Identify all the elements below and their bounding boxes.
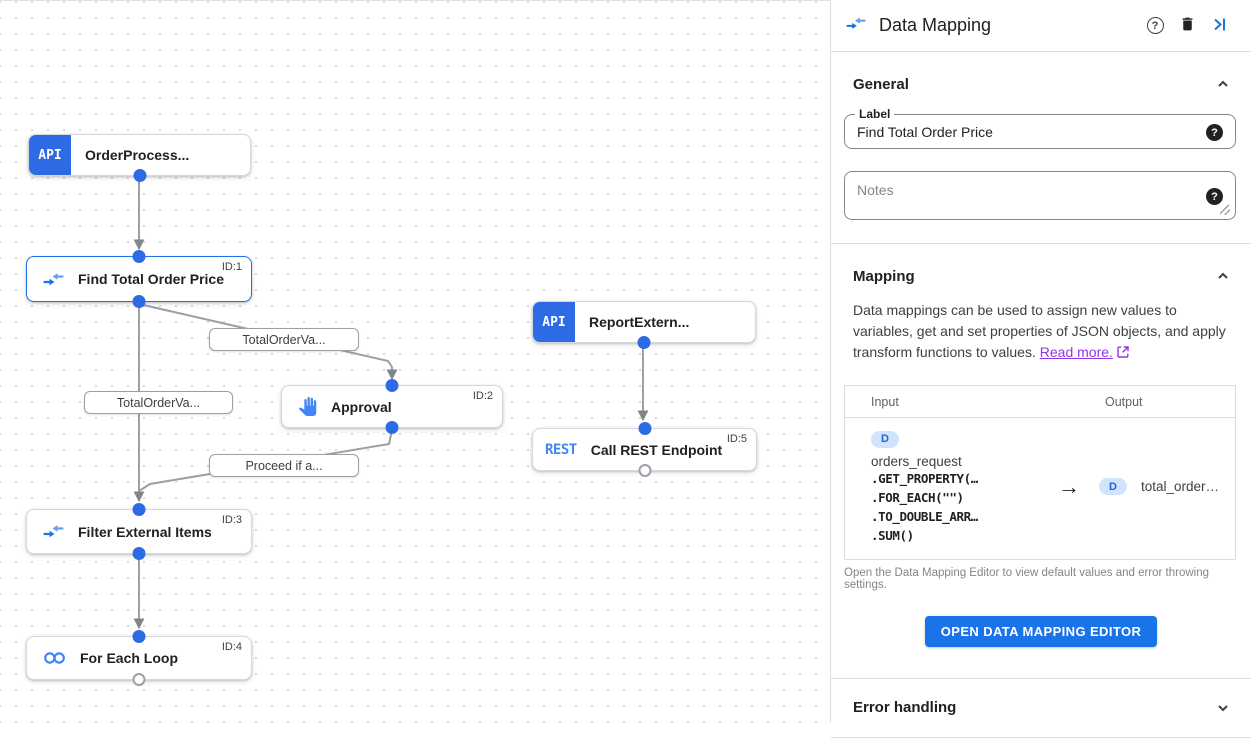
node-id-badge: ID:3 bbox=[221, 514, 242, 526]
node-label: Filter External Items bbox=[78, 523, 212, 540]
input-port[interactable] bbox=[638, 422, 651, 435]
loop-icon bbox=[43, 651, 66, 665]
mapping-hint: Open the Data Mapping Editor to view def… bbox=[844, 566, 1210, 591]
output-column-header: Output bbox=[1105, 395, 1143, 409]
output-port[interactable] bbox=[132, 547, 146, 560]
edge-label-text: Proceed if a... bbox=[245, 458, 323, 473]
trash-icon bbox=[1179, 15, 1196, 36]
double-type-badge: D bbox=[1099, 478, 1127, 496]
edge-label-total-order-value-1[interactable]: TotalOrderVa... bbox=[209, 328, 359, 351]
general-heading: General bbox=[853, 75, 909, 93]
notes-textarea[interactable] bbox=[845, 172, 1235, 219]
node-label: OrderProcess... bbox=[85, 147, 190, 163]
input-column-header: Input bbox=[871, 395, 899, 409]
data-mapping-icon bbox=[43, 524, 64, 539]
collapse-mapping-button[interactable] bbox=[1213, 266, 1233, 286]
mapping-output-cell: D total_order… bbox=[1099, 478, 1225, 496]
node-id-badge: ID:1 bbox=[221, 261, 242, 273]
node-label: ReportExtern... bbox=[589, 314, 690, 330]
mapping-input-cell: D orders_request .GET_PROPERTY(… .FOR_EA… bbox=[871, 429, 1039, 545]
section-mapping: Mapping Data mappings can be used to ass… bbox=[831, 244, 1251, 679]
external-link-icon bbox=[1117, 343, 1129, 364]
input-function-line: .TO_DOUBLE_ARR… bbox=[871, 508, 978, 524]
node-report-extern[interactable]: API ReportExtern... bbox=[532, 301, 756, 349]
node-label: For Each Loop bbox=[80, 650, 178, 666]
label-input[interactable] bbox=[845, 114, 1235, 149]
node-find-total-order-price[interactable]: Find Total Order Price ID:1 bbox=[26, 250, 252, 308]
chevron-up-icon bbox=[1218, 80, 1228, 87]
node-id-badge: ID:2 bbox=[472, 390, 493, 402]
help-icon: ? bbox=[1146, 17, 1164, 34]
mapping-table-header: Input Output bbox=[845, 386, 1235, 418]
mapping-description: Data mappings can be used to assign new … bbox=[831, 286, 1251, 364]
node-order-process[interactable]: API OrderProcess... bbox=[28, 134, 251, 182]
section-general: General Label ? ? bbox=[831, 52, 1251, 244]
resize-handle[interactable] bbox=[1220, 205, 1230, 215]
input-function-line: .SUM() bbox=[871, 527, 914, 543]
edge-label-total-order-value-2[interactable]: TotalOrderVa... bbox=[84, 391, 233, 414]
edge-label-text: TotalOrderVa... bbox=[242, 332, 326, 347]
node-label: Call REST Endpoint bbox=[590, 441, 723, 458]
mapping-arrow-icon: → bbox=[1058, 473, 1080, 499]
workflow-canvas[interactable]: API OrderProcess... Find Total Order Pri… bbox=[0, 0, 830, 723]
input-function-line: .FOR_EACH("") bbox=[871, 489, 964, 505]
output-port[interactable] bbox=[133, 169, 146, 182]
workflow-edges bbox=[133, 178, 649, 630]
rest-icon: REST bbox=[545, 441, 577, 458]
collapse-general-button[interactable] bbox=[1213, 74, 1233, 94]
data-mapping-icon bbox=[43, 272, 64, 287]
input-port[interactable] bbox=[132, 503, 146, 516]
section-error-handling[interactable]: Error handling bbox=[831, 679, 1251, 738]
chevron-down-icon bbox=[1218, 704, 1228, 711]
expand-error-handling-button[interactable] bbox=[1213, 698, 1233, 718]
output-port[interactable] bbox=[132, 295, 146, 308]
config-panel: Data Mapping ? General bbox=[830, 0, 1251, 738]
output-variable-name: total_order… bbox=[1140, 479, 1219, 495]
input-port[interactable] bbox=[132, 630, 146, 643]
delete-task-button[interactable] bbox=[1171, 10, 1203, 42]
input-port[interactable] bbox=[132, 250, 146, 263]
input-variable-name: orders_request bbox=[871, 453, 962, 469]
mapping-row[interactable]: D orders_request .GET_PROPERTY(… .FOR_EA… bbox=[845, 418, 1235, 559]
read-more-link[interactable]: Read more. bbox=[1039, 344, 1113, 360]
output-port[interactable] bbox=[132, 673, 146, 686]
node-id-badge: ID:4 bbox=[221, 641, 242, 653]
node-call-rest-endpoint[interactable]: REST Call REST Endpoint ID:5 bbox=[532, 422, 757, 477]
label-field: Label ? bbox=[844, 107, 1236, 149]
notes-help-icon[interactable]: ? bbox=[1206, 188, 1223, 205]
node-for-each-loop[interactable]: For Each Loop ID:4 bbox=[26, 630, 252, 686]
mapping-table: Input Output D orders_request .GET_PROPE… bbox=[844, 385, 1236, 560]
help-button[interactable]: ? bbox=[1139, 10, 1171, 42]
label-help-icon[interactable]: ? bbox=[1206, 124, 1223, 141]
output-port[interactable] bbox=[385, 421, 399, 434]
open-data-mapping-editor-button[interactable]: OPEN DATA MAPPING EDITOR bbox=[924, 615, 1158, 647]
mapping-heading: Mapping bbox=[853, 267, 915, 285]
mapping-description-text: Data mappings can be used to assign new … bbox=[853, 302, 1226, 360]
panel-header: Data Mapping ? bbox=[831, 0, 1251, 52]
output-port[interactable] bbox=[637, 336, 651, 349]
node-label: Approval bbox=[331, 398, 392, 415]
error-handling-heading: Error handling bbox=[853, 699, 957, 716]
data-mapping-icon bbox=[846, 16, 866, 36]
edge-label-text: TotalOrderVa... bbox=[116, 395, 201, 410]
node-approval[interactable]: Approval ID:2 bbox=[281, 379, 503, 434]
edge-label-proceed-if[interactable]: Proceed if a... bbox=[209, 454, 359, 477]
panel-title: Data Mapping bbox=[879, 15, 992, 35]
node-label: Find Total Order Price bbox=[78, 271, 224, 287]
node-id-badge: ID:5 bbox=[726, 433, 747, 445]
double-type-badge: D bbox=[871, 430, 899, 448]
input-function-line: .GET_PROPERTY(… bbox=[871, 470, 978, 486]
output-port[interactable] bbox=[638, 464, 651, 477]
collapse-panel-icon bbox=[1212, 17, 1227, 35]
approval-hand-icon bbox=[298, 397, 317, 416]
collapse-panel-button[interactable] bbox=[1203, 10, 1235, 42]
node-filter-external-items[interactable]: Filter External Items ID:3 bbox=[26, 503, 252, 560]
label-field-label: Label bbox=[855, 107, 895, 121]
api-badge: API bbox=[533, 302, 575, 342]
api-badge: API bbox=[29, 135, 71, 175]
chevron-up-icon bbox=[1218, 272, 1228, 279]
notes-field: ? bbox=[844, 171, 1236, 220]
input-port[interactable] bbox=[385, 379, 399, 392]
